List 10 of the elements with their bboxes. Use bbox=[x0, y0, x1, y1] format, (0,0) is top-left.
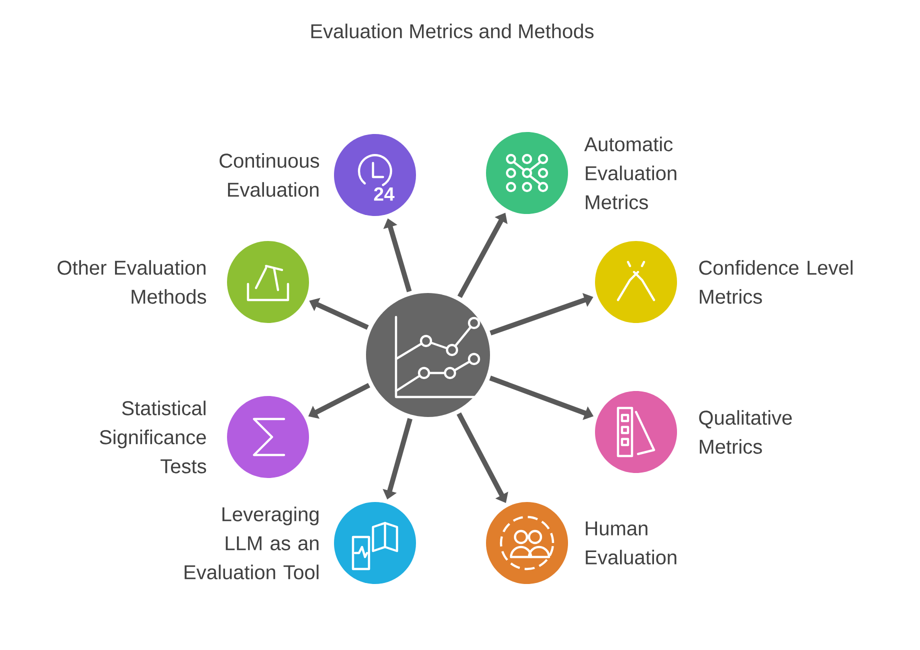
node-label: Continuous Evaluation bbox=[220, 153, 320, 197]
node-label: Human Evaluation bbox=[586, 522, 676, 564]
node-label: Confidence Level Metrics bbox=[699, 260, 852, 304]
chart-circle bbox=[366, 293, 490, 417]
node-label: Qualitative Metrics bbox=[699, 410, 792, 454]
node-label: Statistical Significance Tests bbox=[100, 400, 206, 474]
node-label: Other Evaluation Methods bbox=[58, 260, 206, 304]
title: Evaluation Metrics and Methods bbox=[311, 24, 594, 38]
node-label: Leveraging LLM as an Evaluation Tool bbox=[184, 506, 318, 580]
node-label: Automatic Evaluation Metrics bbox=[584, 136, 676, 210]
